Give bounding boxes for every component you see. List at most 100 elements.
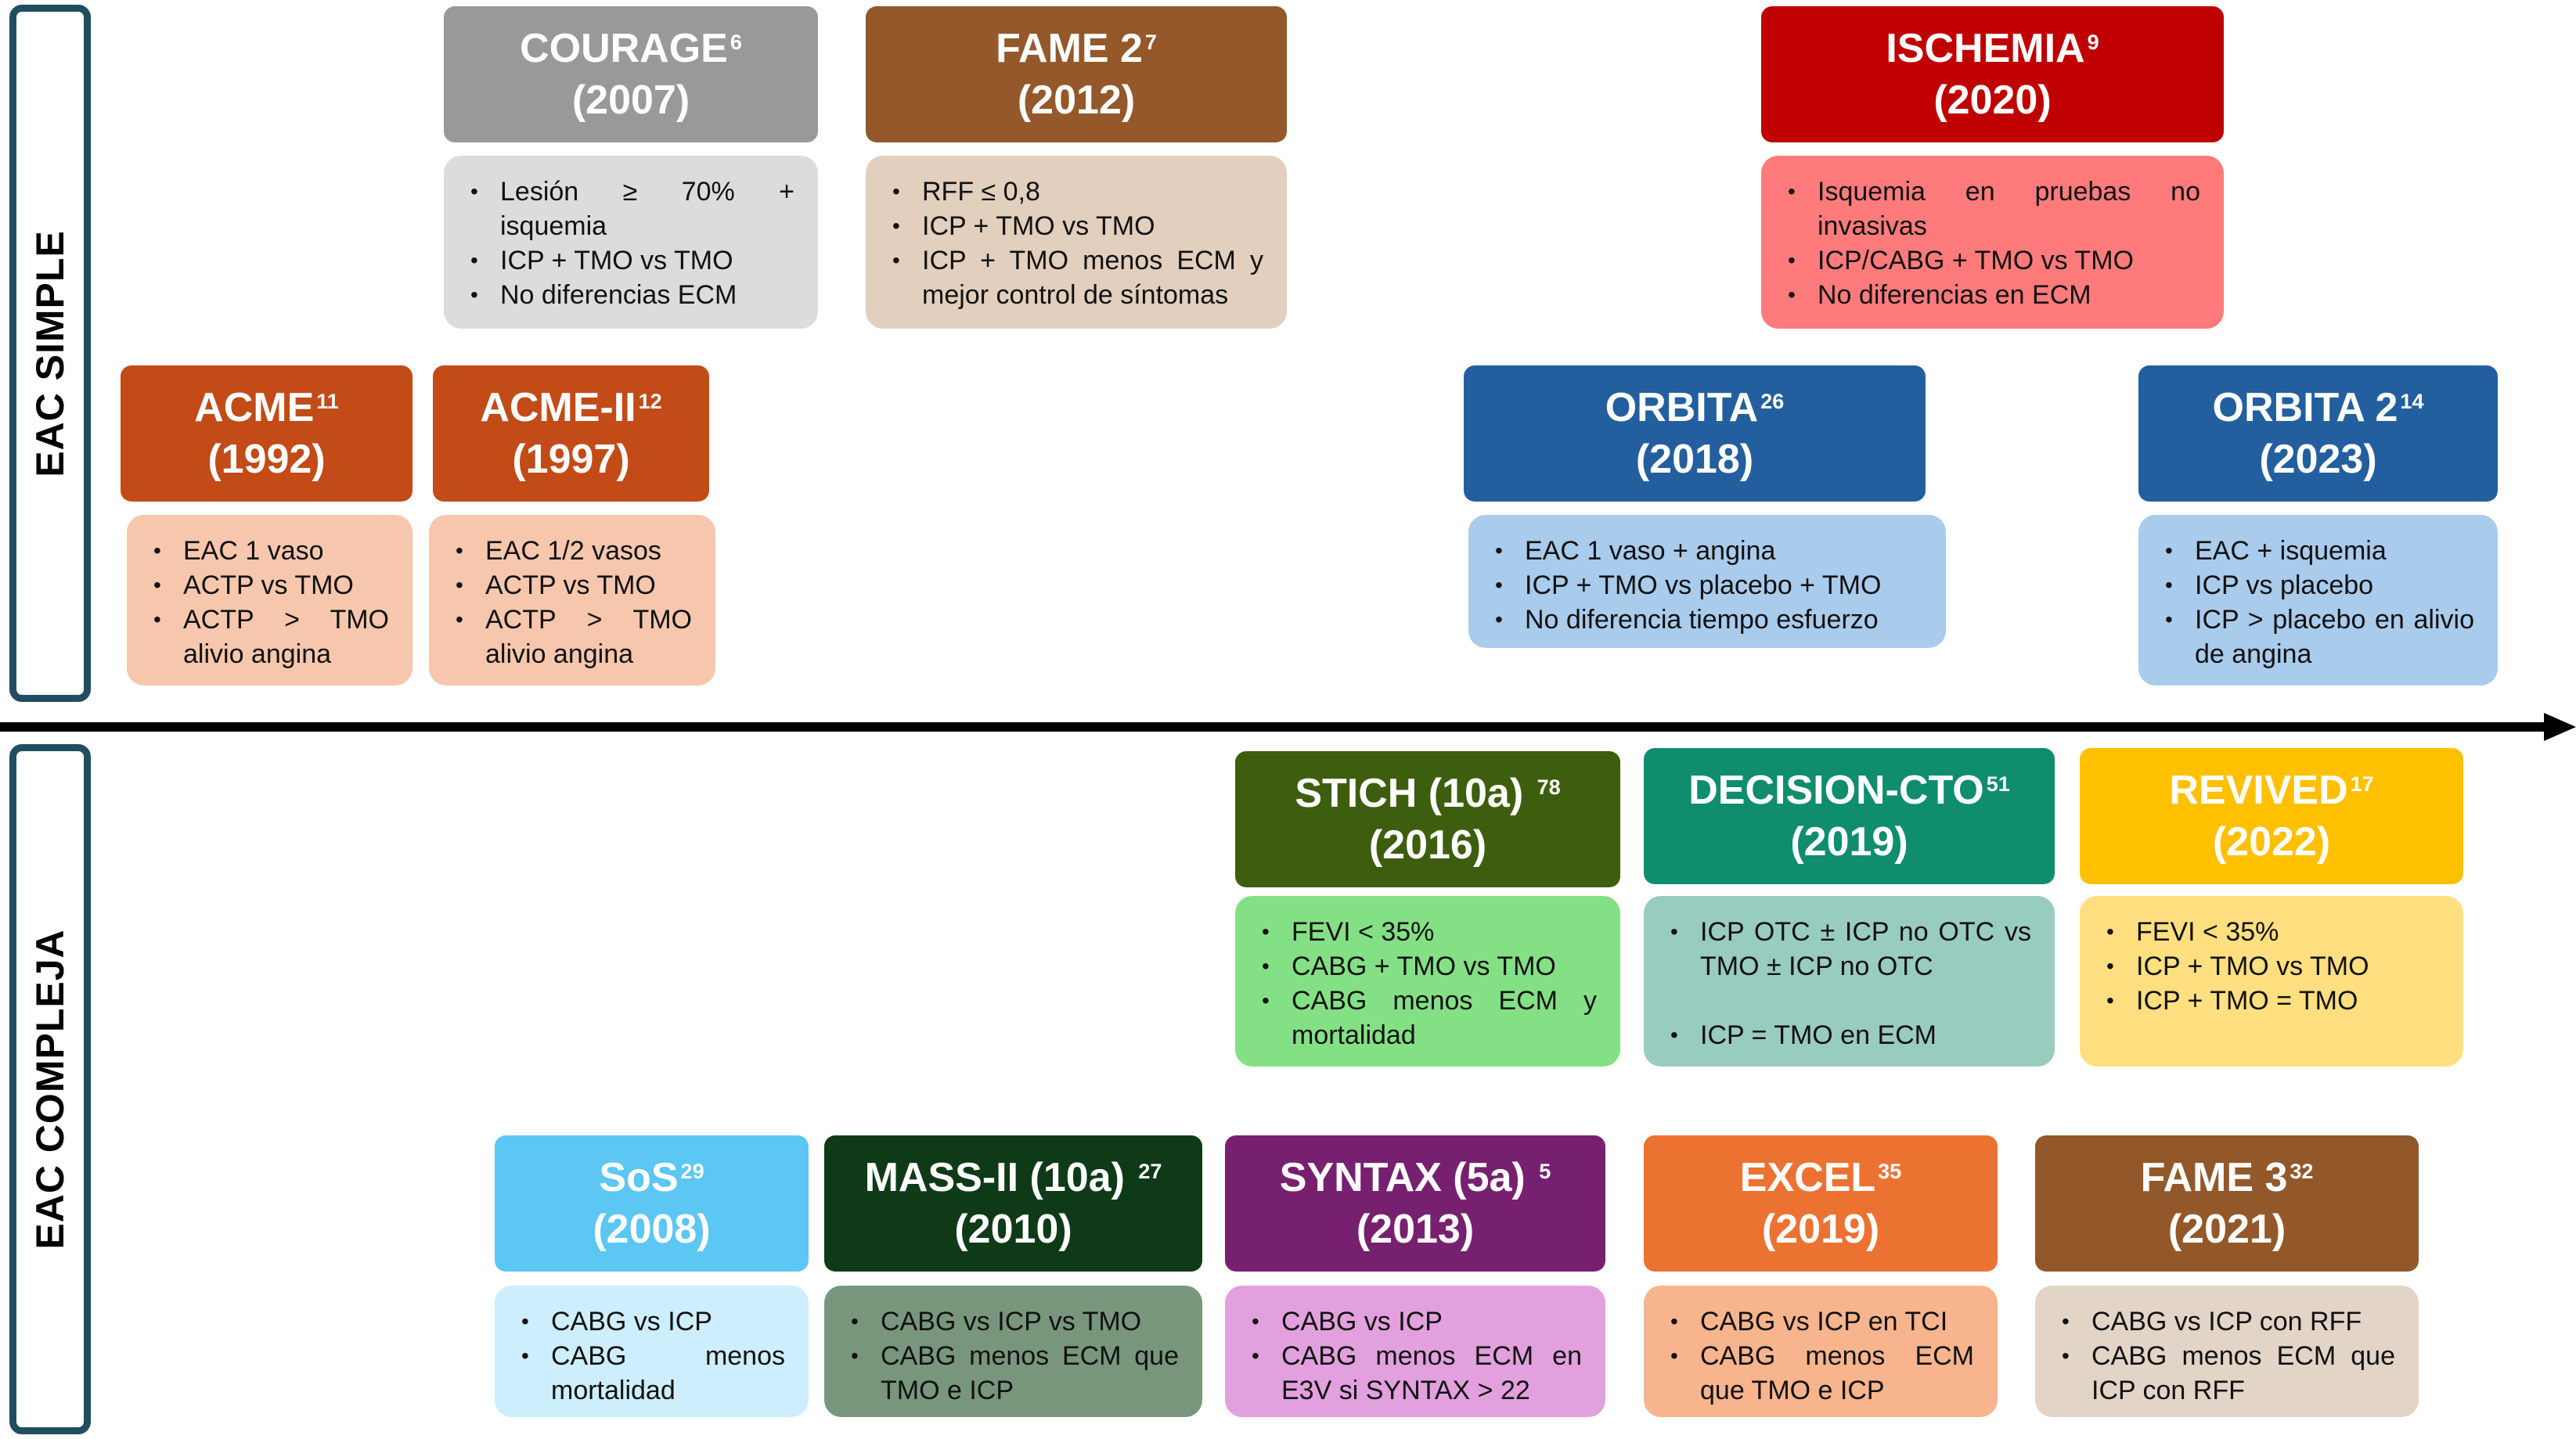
trial-detail-item: ICP = TMO en ECM [1667,1018,2031,1052]
trial-detail-item: ACTP > TMO alivio angina [452,603,692,671]
trial-name: ORBITA 2 [2212,385,2398,430]
trial-detail-item: FEVI < 35% [1259,915,1597,949]
trial-detail-item: CABG menos ECM en E3V si SYNTAX > 22 [1248,1339,1582,1408]
section-simple-label: EAC SIMPLE [28,229,72,477]
trial-detail-item: ICP + TMO = TMO [2103,984,2440,1018]
trial-detail-item: ACTP > TMO alivio angina [150,603,389,671]
trial-reference: 27 [1138,1160,1162,1183]
trial-detail-item: CABG + TMO vs TMO [1259,949,1597,984]
trial-detail-item: ACTP vs TMO [452,568,692,603]
trial-detail-item: ICP > placebo en alivio de angina [2162,603,2474,671]
trial-detail-item: ICP + TMO menos ECM y mejor control de s… [889,243,1263,312]
trial-details: CABG vs ICPCABG menos mortalidad [495,1286,809,1417]
trial-detail-item: ACTP vs TMO [150,568,389,603]
trial-reference: 5 [1539,1160,1551,1183]
trial-year: (2020) [1933,77,2052,123]
trial-detail-item: CABG menos mortalidad [518,1339,785,1408]
trial-year: (1997) [512,437,630,482]
trial-name: STICH (10a) [1295,771,1535,816]
trial-reference: 12 [638,390,662,413]
trial-reference: 17 [2350,772,2374,796]
trial-detail-item: ICP OTC ± ICP no OTC vs TMO ± ICP no OTC [1667,915,2031,984]
trial-year: (2010) [954,1207,1072,1252]
trial-reference: 11 [316,390,339,413]
trial-details: FEVI < 35%ICP + TMO vs TMOICP + TMO = TM… [2080,896,2463,1067]
trial-name: ACME [194,385,315,430]
trial-name: REVIVED [2169,768,2348,813]
trial-detail-item: CABG menos ECM que TMO e ICP [1667,1339,1974,1408]
trial-detail-item: RFF ≤ 0,8 [889,174,1263,209]
trial-details: EAC 1/2 vasosACTP vs TMOACTP > TMO alivi… [429,515,715,685]
trial-reference: 6 [730,31,742,54]
trial-detail-item: No diferencias en ECM [1785,278,2200,312]
trial-reference: 9 [2087,31,2099,54]
trial-name: ACME-II [480,385,636,430]
trial-name: DECISION-CTO [1688,768,1984,813]
trial-name: COURAGE [520,26,728,71]
trial-reference: 35 [1878,1160,1902,1183]
trial-year: (2022) [2212,819,2331,865]
trial-details: EAC 1 vaso + anginaICP + TMO vs placebo … [1468,515,1946,648]
section-compleja-label: EAC COMPLEJA [28,929,72,1250]
trial-title: MASS-II (10a) 27 [865,1152,1162,1203]
trial-detail-item: CABG vs ICP vs TMO [848,1304,1179,1339]
trial-year: (2021) [2167,1207,2286,1252]
trial-name: SoS [599,1155,679,1200]
trial-reference: 78 [1537,775,1561,799]
trial-details: Lesión ≥ 70% + isquemiaICP + TMO vs TMON… [444,156,818,329]
trial-details: Isquemia en pruebas no invasivasICP/CABG… [1761,156,2224,329]
section-simple: EAC SIMPLE [9,5,91,702]
trial-year: (2012) [1017,77,1136,123]
trial-details: CABG vs ICP con RFFCABG menos ECM que IC… [2035,1286,2419,1417]
trial-detail-item: ICP + TMO vs TMO [2103,949,2440,984]
trial-detail-item: EAC + isquemia [2162,534,2474,568]
trial-detail-item: ICP + TMO vs placebo + TMO [1492,568,1922,603]
trial-detail-item: ICP vs placebo [2162,568,2474,603]
trial-reference: 32 [2290,1160,2314,1183]
trial-detail-item: ICP + TMO vs TMO [467,243,794,278]
trial-name: MASS-II (10a) [864,1155,1137,1200]
timeline-arrow [0,713,2576,741]
trial-reference: 14 [2400,390,2424,413]
trial-detail-item: ICP/CABG + TMO vs TMO [1785,243,2200,278]
trial-year: (2013) [1356,1207,1475,1252]
trial-header: MASS-II (10a) 27(2010) [824,1135,1202,1272]
trial-details: RFF ≤ 0,8ICP + TMO vs TMOICP + TMO menos… [866,156,1287,329]
trial-details: ICP OTC ± ICP no OTC vs TMO ± ICP no OTC… [1644,896,2055,1067]
trial-title: SYNTAX (5a) 5 [1280,1152,1551,1203]
trial-detail-item: CABG menos ECM y mortalidad [1259,984,1597,1052]
trial-reference: 7 [1144,31,1157,54]
trial-detail-item: CABG vs ICP [1248,1304,1582,1339]
trial-reference: 51 [1986,772,2010,796]
trial-reference: 29 [680,1160,704,1183]
trial-title: STICH (10a) 78 [1295,768,1560,819]
trial-details: FEVI < 35%CABG + TMO vs TMOCABG menos EC… [1235,896,1620,1067]
trial-header: SYNTAX (5a) 5(2013) [1225,1135,1605,1272]
trial-name: ORBITA [1605,385,1759,430]
trial-detail-item: No diferencias ECM [467,278,794,312]
trial-detail-item: FEVI < 35% [2103,915,2440,949]
trial-year: (2016) [1368,822,1487,868]
trial-year: (2019) [1790,819,1908,865]
trial-detail-item: CABG vs ICP con RFF [2059,1304,2395,1339]
trial-year: (2018) [1635,437,1754,482]
trial-detail-item: No diferencia tiempo esfuerzo [1492,603,1922,637]
trial-detail-item: CABG menos ECM que TMO e ICP [848,1339,1179,1408]
